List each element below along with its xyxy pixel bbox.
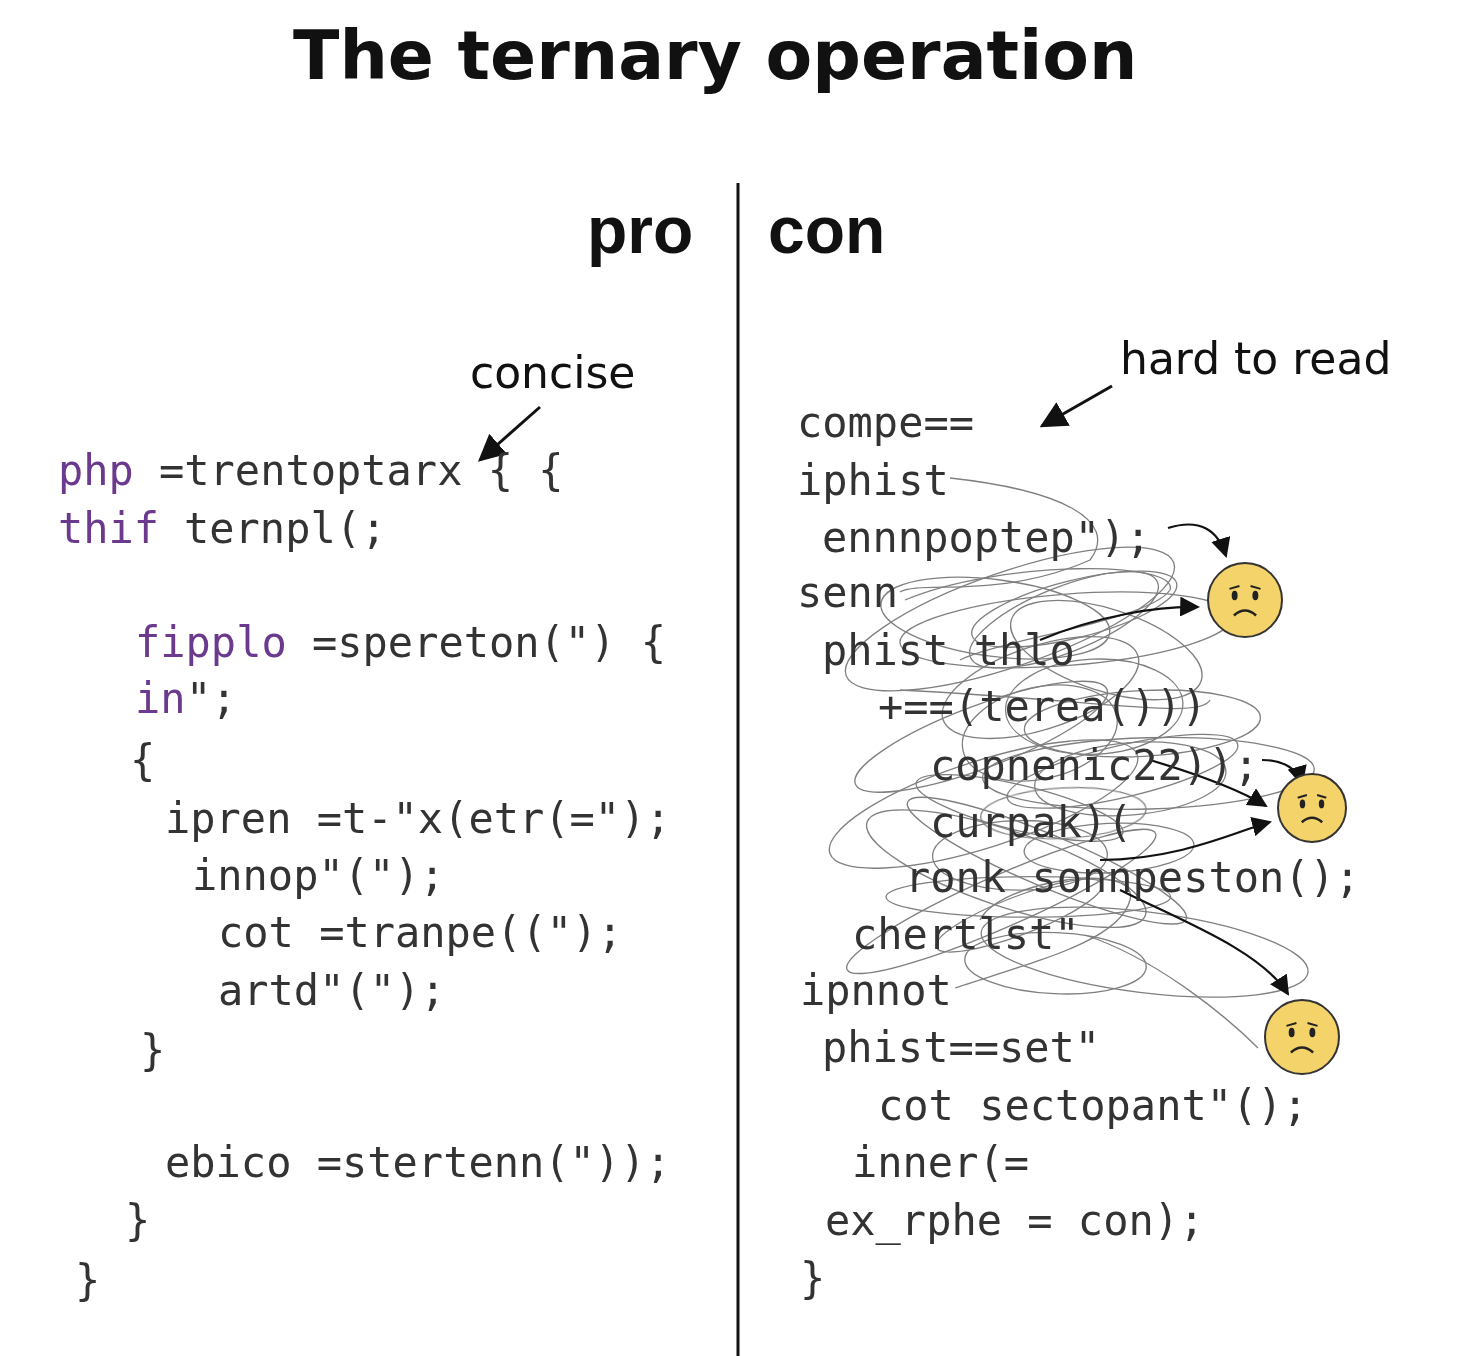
code-line: phist==set" xyxy=(822,1027,1100,1069)
code-line: =trentoptarx { { xyxy=(159,450,564,492)
code-line: artd"("); xyxy=(218,970,446,1012)
scribble xyxy=(817,478,1316,1048)
code-line: iphist xyxy=(797,460,949,502)
code-line: } xyxy=(800,1258,825,1300)
callout: hard to read xyxy=(1120,337,1391,381)
code-line: senn xyxy=(797,572,898,614)
code-line: copnenic22)); xyxy=(930,745,1259,787)
callout: concise xyxy=(470,351,635,395)
column-heading: con xyxy=(768,197,885,263)
code-line: ex_rphe = con); xyxy=(825,1200,1204,1242)
leader-line xyxy=(1042,386,1112,426)
keyword: thif xyxy=(58,508,159,550)
code-line: } xyxy=(75,1260,100,1302)
code-line: inner(= xyxy=(852,1142,1029,1184)
sad-faces xyxy=(1208,563,1346,1074)
code-line: ipnnot xyxy=(800,970,952,1012)
code-line: curpak)( xyxy=(930,802,1132,844)
keyword: php xyxy=(58,450,134,492)
code-line: phist thlo xyxy=(822,630,1075,672)
code-line: compe== xyxy=(797,402,974,444)
divider xyxy=(737,183,740,1356)
code-line: cot =tranpe(("); xyxy=(218,912,623,954)
code-line: ronk sonnpeston(); xyxy=(905,857,1360,899)
code-line: innop"("); xyxy=(192,855,445,897)
code-line: } xyxy=(125,1200,150,1242)
code-line: ebico =stertenn(")); xyxy=(165,1142,671,1184)
code-line: "; xyxy=(186,678,237,720)
keyword: in xyxy=(135,678,186,720)
keyword: fipplo xyxy=(135,622,287,664)
code-line: +==(terea())) xyxy=(878,686,1207,728)
column-heading: pro xyxy=(587,197,693,263)
code-line: { xyxy=(130,740,155,782)
code-line: cot sectopant"(); xyxy=(878,1085,1308,1127)
code-line: chertlst" xyxy=(852,914,1080,956)
title: The ternary operation xyxy=(293,22,1137,90)
code-line: ennnpoptep"); xyxy=(822,517,1151,559)
code-line: ternpl(; xyxy=(184,508,386,550)
code-line: ipren =t-"x(etr(="); xyxy=(165,798,671,840)
code-line: } xyxy=(140,1030,165,1072)
code-line: =spereton(") { xyxy=(312,622,666,664)
